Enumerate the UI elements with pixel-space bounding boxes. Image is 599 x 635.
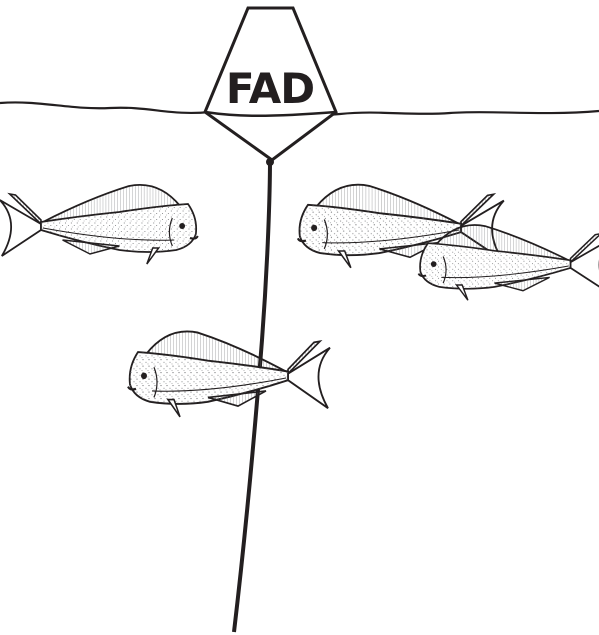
fish-middle-right <box>417 224 599 302</box>
line-attachment <box>266 158 274 166</box>
fad-buoy: FAD <box>203 6 338 162</box>
fish-lower-center <box>126 330 332 418</box>
fish-top-left <box>0 183 199 265</box>
fad-label: FAD <box>226 64 314 113</box>
anchor-line <box>232 159 272 633</box>
